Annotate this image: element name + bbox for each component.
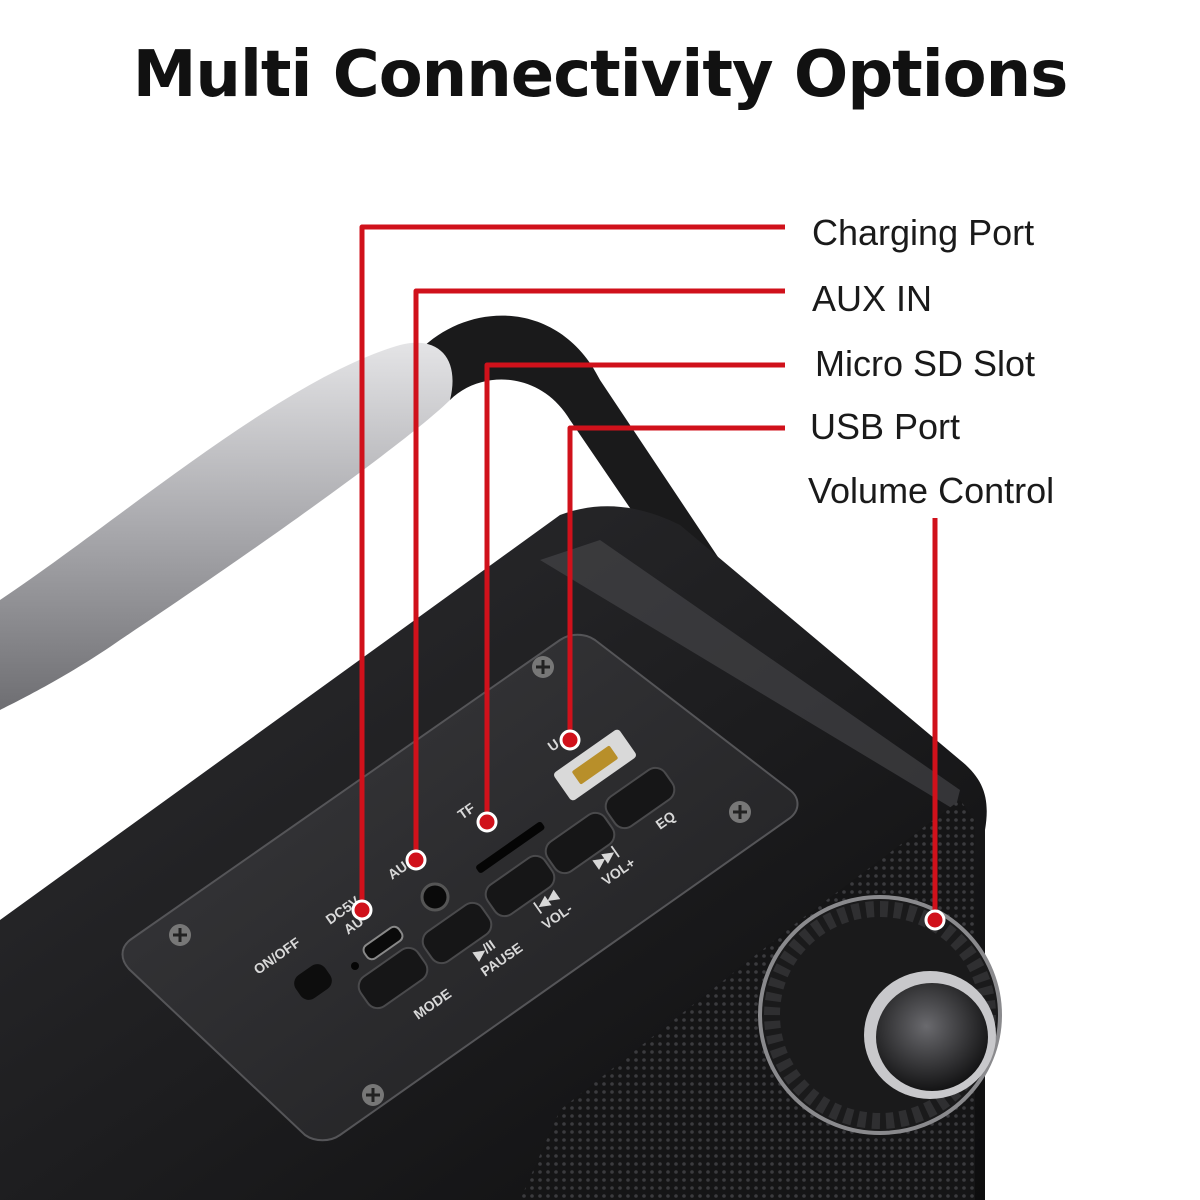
page-title: Multi Connectivity Options xyxy=(132,38,1069,112)
callout-lines xyxy=(359,224,938,920)
next-vol-up-button[interactable] xyxy=(541,808,619,878)
callout-aux-in: AUX IN xyxy=(812,278,933,319)
mode-button[interactable] xyxy=(354,943,432,1013)
sd-slot xyxy=(476,821,545,873)
callout-volume-control: Volume Control xyxy=(808,470,1055,511)
callout-dots xyxy=(351,729,946,931)
prev-vol-down-button[interactable] xyxy=(481,851,559,921)
aux-jack xyxy=(420,882,450,912)
handle-grip xyxy=(0,342,453,710)
volume-knob[interactable] xyxy=(758,895,1002,1135)
play-pause-button[interactable] xyxy=(418,898,496,968)
power-switch[interactable] xyxy=(290,960,336,1004)
eq-button[interactable] xyxy=(601,763,679,833)
callout-usb-port: USB Port xyxy=(810,406,961,447)
callout-micro-sd-slot: Micro SD Slot xyxy=(815,343,1036,384)
screws xyxy=(169,656,751,1106)
callout-charging-port: Charging Port xyxy=(812,212,1035,253)
charging-port xyxy=(362,925,404,961)
